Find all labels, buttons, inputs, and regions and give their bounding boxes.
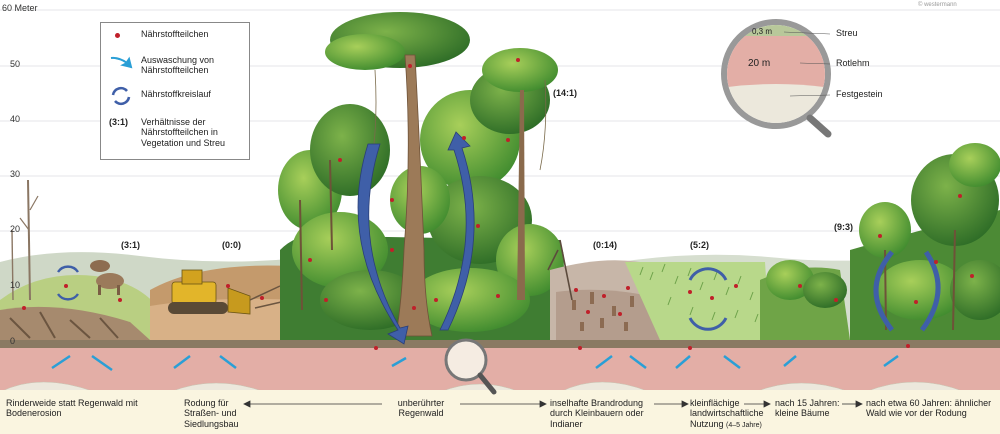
soil-layer-festgestein: Festgestein — [836, 89, 883, 99]
nutrient-dot-icon — [115, 33, 120, 38]
cycle-icon — [109, 85, 133, 109]
legend-label: Nährstoffteilchen — [141, 29, 209, 39]
leaching-arrow-icon — [109, 55, 133, 71]
caption-after15: nach 15 Jahren: kleine Bäume — [775, 398, 840, 419]
leaching-arrows — [51, 354, 899, 372]
cycle-icon-pasture — [57, 265, 79, 301]
nutrient-particles — [22, 58, 974, 350]
y-axis-label-10: 10 — [10, 280, 21, 290]
bulldozer — [168, 269, 251, 315]
caption-farming-main: kleinflächige landwirtschaftliche Nutzun… — [690, 398, 764, 429]
caption-band — [0, 390, 1000, 434]
caption-farming-note: (4–5 Jahre) — [726, 421, 762, 429]
ratio-farming: (5:2) — [690, 240, 710, 250]
y-axis-label-40: 40 — [10, 114, 21, 124]
cycle-icon-farming — [688, 267, 728, 331]
ratio-road: (0:0) — [222, 240, 242, 250]
regrowth-scene — [760, 143, 1000, 340]
cycle-arrows-regrowth — [873, 250, 941, 332]
pasture-scene — [0, 179, 160, 340]
y-axis-label-0: 0 — [10, 336, 16, 346]
ratio-rainforest: (14:1) — [553, 88, 578, 98]
y-axis-label-30: 30 — [10, 169, 21, 179]
soil-depth-middle: 20 m — [748, 58, 771, 69]
magnifier-icon — [444, 338, 497, 395]
y-axis-label-20: 20 — [10, 224, 21, 234]
soil-layer — [0, 348, 1000, 390]
cycle-arrows-rainforest — [357, 131, 475, 345]
caption-after60: nach etwa 60 Jahren: ähnlicher Wald wie … — [866, 398, 992, 419]
y-axis-label-60: 60 Meter — [2, 3, 38, 13]
legend-label: Verhältnisse der Nährstoffteilchen in Ve… — [141, 117, 226, 148]
legend-label: Auswaschung von Nährstoffteilchen — [141, 55, 215, 76]
caption-slash-burn: inselhafte Brandrodung durch Kleinbauern… — [550, 398, 644, 429]
ratio-pasture: (3:1) — [121, 240, 141, 250]
ratio-symbol: (3:1) — [109, 117, 129, 127]
ratio-regrowth: (9:3) — [834, 222, 854, 232]
caption-pasture: Rinderweide statt Regenwald mit Bodenero… — [6, 398, 138, 419]
copyright: © westermann — [918, 2, 957, 8]
soil-layer-streu: Streu — [836, 28, 858, 38]
farming-scene — [625, 262, 770, 340]
ratio-slash-burn: (0:14) — [593, 240, 618, 250]
soil-profile-magnifier — [721, 19, 832, 138]
legend: Nährstoffteilchen Auswaschung von Nährst… — [100, 22, 250, 160]
legend-label: Nährstoffkreislauf — [141, 89, 211, 99]
caption-road: Rodung für Straßen- und Siedlungsbau — [184, 398, 239, 429]
caption-rainforest: unberührter Regenwald — [397, 398, 445, 419]
rainforest-scene — [278, 12, 575, 340]
soil-layer-rotlehm: Rotlehm — [836, 58, 870, 68]
y-axis-label-50: 50 — [10, 59, 21, 69]
caption-farming: kleinflächige landwirtschaftliche Nutzun… — [690, 398, 770, 430]
clearing-scene — [150, 265, 300, 340]
soil-depth-top: 0,3 m — [752, 27, 773, 36]
